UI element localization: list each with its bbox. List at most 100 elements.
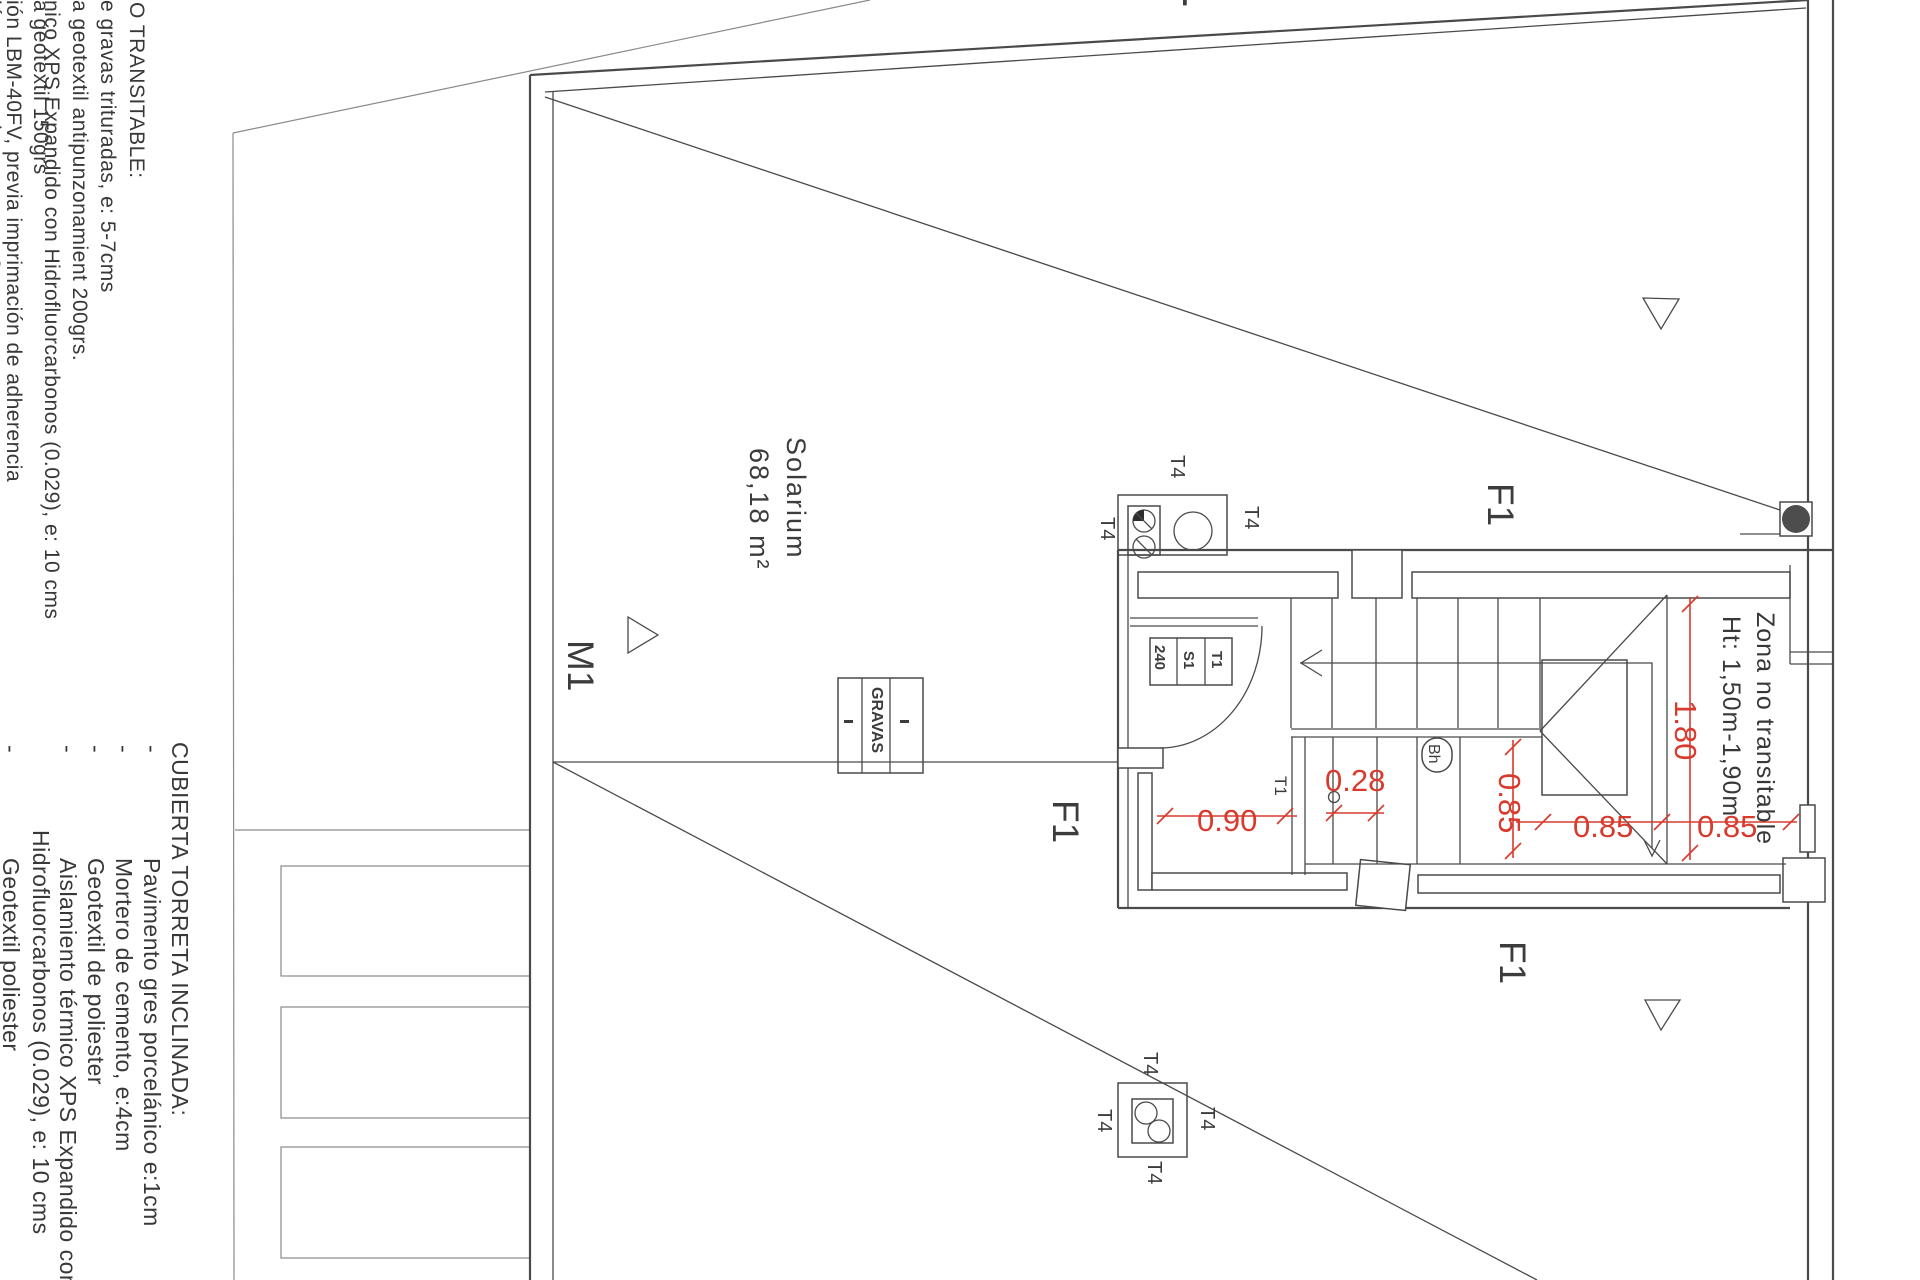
north-wall-outer	[529, 0, 1809, 77]
legend-item: Aislamiento térmico XPS Expandido con	[55, 858, 81, 1280]
legend-bullet: -	[55, 745, 81, 753]
sheet-mark: 1	[1172, 0, 1228, 8]
gravel-box: GRAVAS	[837, 677, 924, 774]
stair-mid-landing	[1291, 728, 1542, 738]
rooftop-unit-icon	[1117, 1082, 1188, 1158]
door-swing-arc	[1159, 625, 1263, 749]
gravel-box-outline	[837, 677, 924, 774]
outer-boundary	[232, 0, 871, 1280]
fixture-label: T4	[1166, 455, 1188, 478]
dimensions: 0.90 0.28 0.85 0.85 0.85 1.80	[1156, 595, 1800, 862]
door-tag-cell: S1	[1180, 651, 1197, 669]
roof-drain	[1779, 501, 1813, 537]
legend-item: a geotextil antipunzonamient 200grs.	[68, 0, 91, 361]
drain-icon	[1782, 505, 1810, 533]
dim-label-180: 1.80	[1668, 700, 1703, 760]
stairwell-parapet-vertical	[1137, 772, 1153, 891]
planter-boxes	[280, 865, 531, 1259]
stair-core-wall	[1541, 659, 1628, 796]
wall-mark: M1	[560, 640, 601, 691]
legend-bullet: -	[111, 745, 137, 753]
dim-line-028	[1325, 804, 1385, 822]
room-area: 68,18 m²	[744, 448, 774, 571]
boundary-left-line	[232, 132, 235, 1280]
rooftop-unit-south: T4 T4 T4 T4	[1093, 1052, 1218, 1184]
planter-box	[280, 1006, 531, 1119]
boundary-top-line	[232, 0, 871, 134]
legend-item: Mortero de cemento, e:4cm	[111, 858, 137, 1152]
plan-labels: 1 Solarium 68,18 m² M1 F1 F1 F1 T1 Zona …	[560, 0, 1779, 984]
tower-north-lining-west	[1137, 571, 1339, 599]
roof-plane-label: F1	[1492, 941, 1533, 984]
door-label: T1	[1271, 776, 1290, 796]
stair-direction-line	[1300, 662, 1653, 848]
legend-item: Pavimento gres porcelánico e:1cm	[139, 858, 165, 1227]
tower-se-pillar	[1782, 857, 1826, 903]
rooftop-unit-north: T4 T4 T4	[1096, 455, 1262, 559]
dim-label-085: 0.85	[1573, 809, 1633, 844]
dim-line-090	[1156, 807, 1297, 825]
door-tag-cell: T1	[1208, 651, 1225, 669]
gravel-label: GRAVAS	[868, 687, 885, 753]
legend-torreta: CUBIERTA TORRETA INCLINADA: - Pavimento …	[0, 742, 193, 1280]
legend-solarium: O TRANSITABLE: e gravas trituradas, e: 5…	[0, 0, 148, 620]
dim-label-090: 0.90	[1197, 803, 1257, 838]
tower-east-window	[1799, 804, 1816, 853]
roof-slope-diagonal-upper	[544, 96, 1781, 511]
dim-label-085: 0.85	[1492, 773, 1527, 833]
north-wall-inner	[544, 7, 1807, 93]
legend-item: Geotextil de poliester	[83, 858, 109, 1085]
dim-line-085-vert	[1504, 738, 1522, 860]
zone-note-line1: Zona no transitable	[1751, 612, 1779, 845]
legend-item: nico XPS Expandido con Hidrofluorcarbono…	[40, 0, 63, 620]
tower-north-pillar	[1351, 549, 1403, 599]
fixture-label: T4	[1143, 1161, 1165, 1184]
legend-title: O TRANSITABLE:	[125, 2, 148, 179]
zone-note-line2: Ht: 1,50m-1,90m	[1717, 616, 1745, 817]
dim-line-085-row	[1516, 813, 1800, 831]
stair-west-edge	[1291, 737, 1306, 875]
tower-north-lining-east	[1411, 571, 1791, 599]
planter-box	[280, 865, 531, 977]
roof-walls	[528, 0, 1835, 1280]
slope-arrows	[627, 297, 1682, 1032]
legend-bullet: -	[0, 745, 24, 753]
legend-item: ión mortero de cemento e:2cms	[0, 0, 4, 310]
tower-west-jog	[1117, 747, 1164, 769]
gravel-dash-icon	[844, 720, 853, 723]
stair-direction-start-arrow-icon	[1299, 649, 1323, 677]
door-tag: 240 S1 T1	[1149, 637, 1233, 686]
legend-item: e gravas trituradas, e: 5-7cms	[96, 0, 119, 293]
room-label: Solarium	[781, 437, 811, 560]
stair-direction-end-arrow-icon	[1643, 839, 1661, 858]
slope-arrow-icon	[1641, 297, 1681, 331]
legend-item: ión LBM-40FV, previa imprimación de adhe…	[2, 0, 25, 482]
fixture-label: T4	[1096, 517, 1118, 540]
fixture-label: T4	[1139, 1052, 1161, 1075]
roof-plane-label: F1	[1480, 483, 1521, 526]
stair-treads-south	[1332, 737, 1461, 864]
tower-south-lining	[1417, 874, 1781, 894]
tower-chimney-tilted	[1354, 858, 1412, 912]
legend-item: Hidrofluorcarbonos (0.029), e: 10 cms	[28, 830, 54, 1235]
fixture-label: T4	[1093, 1109, 1115, 1132]
drain-pipe-badge	[1421, 737, 1453, 773]
rooftop-unit-icon	[1117, 494, 1228, 556]
stair-newel-point	[1327, 790, 1341, 804]
legend-item: a geotextil 150grs	[29, 0, 52, 175]
dim-line-180	[1681, 595, 1699, 862]
roof-plane-label: F1	[1045, 800, 1086, 843]
legend-item: Geotextil poliester	[0, 858, 24, 1052]
roof-slope-diagonal-lower	[552, 761, 1538, 1280]
legend-bullet: -	[139, 745, 165, 753]
stairs: Bh	[1290, 594, 1786, 875]
gravel-dash-icon	[900, 720, 909, 723]
fixture-label: T4	[1240, 506, 1262, 529]
stairwell-parapet-horizontal	[1151, 872, 1348, 891]
door-tag-cell: 240	[1151, 645, 1168, 670]
slope-arrow-icon	[627, 615, 660, 655]
dim-label-028: 0.28	[1325, 763, 1385, 798]
legend-title: CUBIERTA TORRETA INCLINADA:	[167, 742, 193, 1116]
